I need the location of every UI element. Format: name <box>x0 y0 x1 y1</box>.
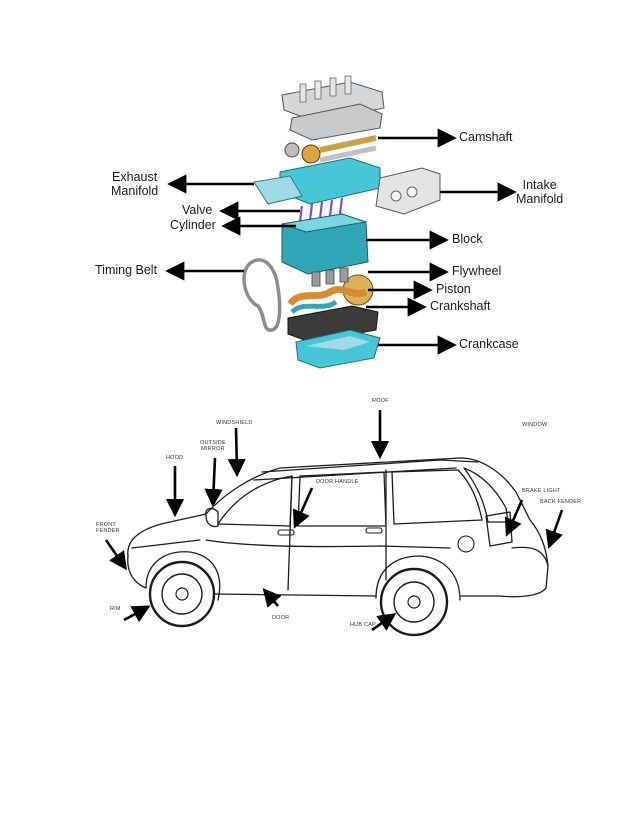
crankshaft-part <box>287 267 374 314</box>
piston-label: Piston <box>436 282 471 296</box>
flywheel-label: Flywheel <box>452 264 502 278</box>
rim-label: RIM <box>110 606 121 612</box>
door-arrow <box>262 588 282 608</box>
outside-mirror-arrow <box>204 457 223 508</box>
cylinder-label: Cylinder <box>170 218 216 232</box>
engine-block-part <box>281 213 369 275</box>
roof-label: ROOF <box>372 398 389 404</box>
timing-belt-part <box>242 258 282 332</box>
block-label: Block <box>452 232 483 246</box>
engine-diagram <box>165 75 517 369</box>
front-fender-arrow <box>104 539 127 571</box>
crankcase-label: Crankcase <box>459 337 519 351</box>
rim-arrow <box>123 605 151 623</box>
windshield-label: WINDSHIELD <box>216 420 253 426</box>
brake-light-arrow <box>504 499 524 537</box>
door-handle-arrow <box>292 487 314 529</box>
intake-manifold-label: Intake Manifold <box>516 178 564 207</box>
hub-cap-label: HUB CAP <box>350 622 376 628</box>
valve-label: Valve <box>182 203 213 217</box>
door-handle-label: DOOR HANDLE <box>316 479 359 485</box>
window-label: WINDOW <box>522 422 548 428</box>
front-fender-label: FRONT FENDER <box>96 522 120 535</box>
valve-cover-part <box>281 75 385 141</box>
door-label: DOOR <box>272 615 290 621</box>
hood-label: HOOD <box>166 455 184 461</box>
brake-light-label: BRAKE LIGHT <box>522 488 561 494</box>
camshaft-part <box>284 135 377 164</box>
intake-manifold-part <box>375 167 441 215</box>
valves-part <box>298 197 344 223</box>
back-fender-arrow <box>545 509 564 549</box>
crankshaft-label: Crankshaft <box>430 299 491 313</box>
cylinder-head-part <box>253 157 381 205</box>
camshaft-label: Camshaft <box>459 130 513 144</box>
timing-belt-label: Timing Belt <box>95 263 158 277</box>
crankcase-part <box>287 305 381 369</box>
outside-mirror-label: OUTSIDE MIRROR <box>200 440 226 453</box>
windshield-arrow <box>227 427 246 478</box>
back-fender-label: BACK FENDER <box>540 499 582 505</box>
exhaust-manifold-label: Exhaust Manifold <box>111 170 159 199</box>
